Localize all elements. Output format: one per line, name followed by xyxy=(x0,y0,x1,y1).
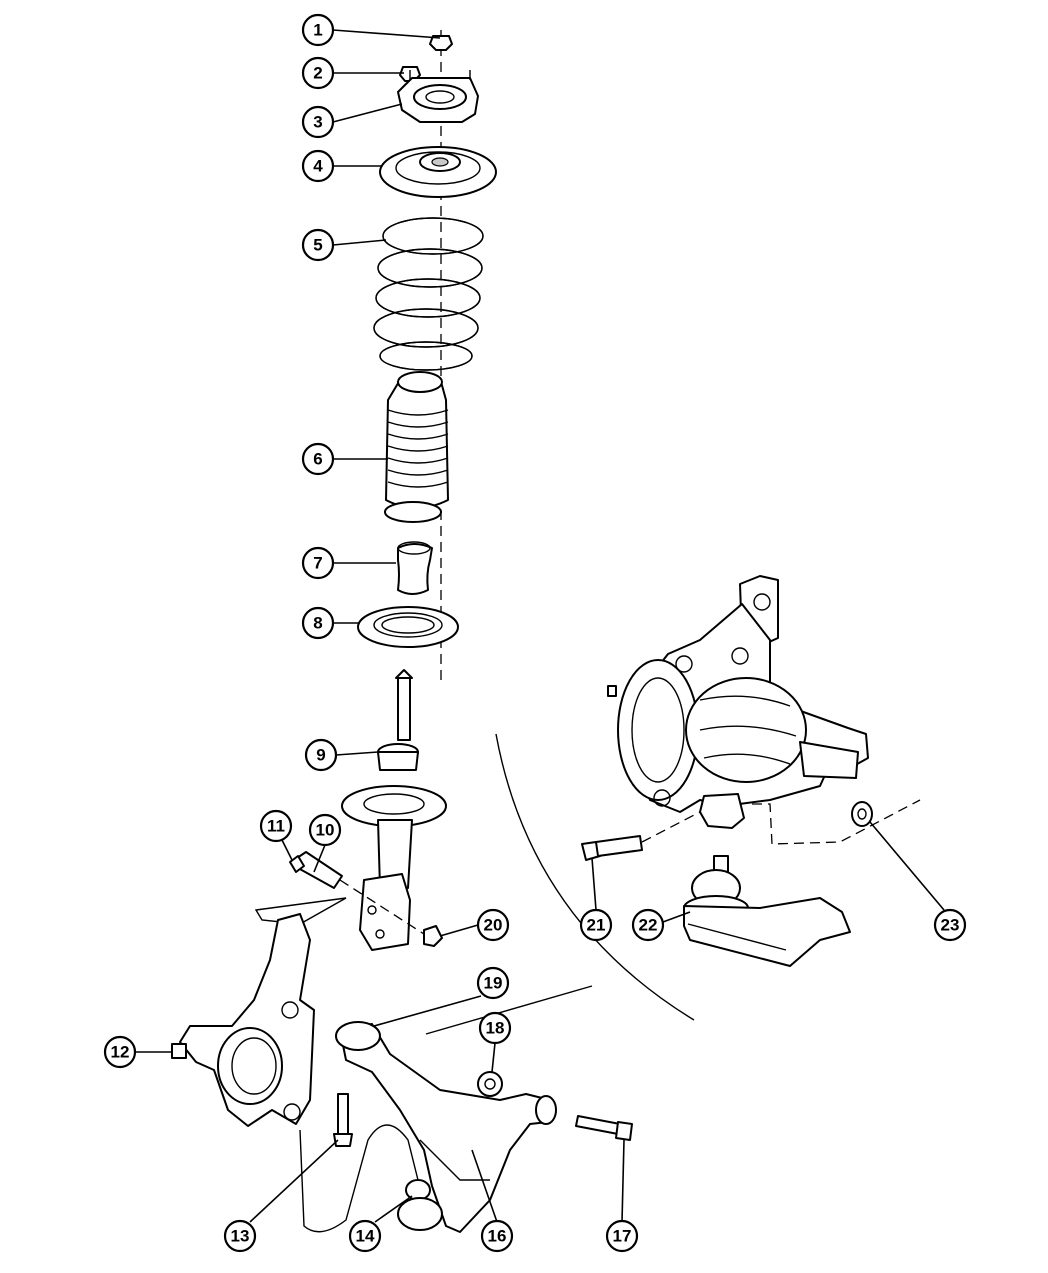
hub-knuckle-detail xyxy=(607,575,869,813)
callout-1[interactable]: 1 xyxy=(301,13,335,47)
callout-2[interactable]: 2 xyxy=(301,56,335,90)
callout-6[interactable]: 6 xyxy=(301,442,335,476)
dust-boot xyxy=(384,371,449,523)
callout-16[interactable]: 16 xyxy=(480,1219,514,1253)
callout-18[interactable]: 18 xyxy=(478,1011,512,1045)
callout-13[interactable]: 13 xyxy=(223,1219,257,1253)
leader-lines xyxy=(135,29,945,1223)
callout-22[interactable]: 22 xyxy=(631,908,665,942)
callout-20[interactable]: 20 xyxy=(476,908,510,942)
callout-14[interactable]: 14 xyxy=(348,1219,382,1253)
callout-3[interactable]: 3 xyxy=(301,105,335,139)
upper-spring-seat xyxy=(379,146,497,198)
callout-17[interactable]: 17 xyxy=(605,1219,639,1253)
detail-nut xyxy=(851,801,873,827)
detail-arc xyxy=(425,733,695,1035)
steering-knuckle xyxy=(171,913,315,1127)
control-arm-bushing xyxy=(477,1071,503,1097)
detail-ball-joint xyxy=(683,855,851,967)
upper-strut-mount xyxy=(397,70,479,123)
callout-10[interactable]: 10 xyxy=(308,813,342,847)
callout-4[interactable]: 4 xyxy=(301,149,335,183)
callout-9[interactable]: 9 xyxy=(304,738,338,772)
callout-12[interactable]: 12 xyxy=(103,1035,137,1069)
knuckle-pinch-bolt xyxy=(333,1093,353,1147)
coil-spring xyxy=(373,217,484,371)
strut-clevis-bolts xyxy=(289,851,343,889)
callout-5[interactable]: 5 xyxy=(301,228,335,262)
callout-21[interactable]: 21 xyxy=(579,908,613,942)
strut-top-nut xyxy=(429,35,453,51)
strut-bolt-nut xyxy=(423,925,443,947)
callout-23[interactable]: 23 xyxy=(933,908,967,942)
lower-spring-isolator xyxy=(357,606,459,648)
callout-19[interactable]: 19 xyxy=(476,966,510,1000)
sway-link-dash xyxy=(299,1124,419,1233)
callout-7[interactable]: 7 xyxy=(301,546,335,580)
callout-11[interactable]: 11 xyxy=(259,809,293,843)
jounce-bumper xyxy=(397,541,433,595)
lower-control-arm xyxy=(335,1021,557,1233)
detail-clevis xyxy=(581,793,921,861)
control-arm-bolt xyxy=(575,1115,633,1141)
lower-ball-joint xyxy=(397,1179,443,1231)
strut-assembly xyxy=(341,669,447,951)
callout-8[interactable]: 8 xyxy=(301,606,335,640)
